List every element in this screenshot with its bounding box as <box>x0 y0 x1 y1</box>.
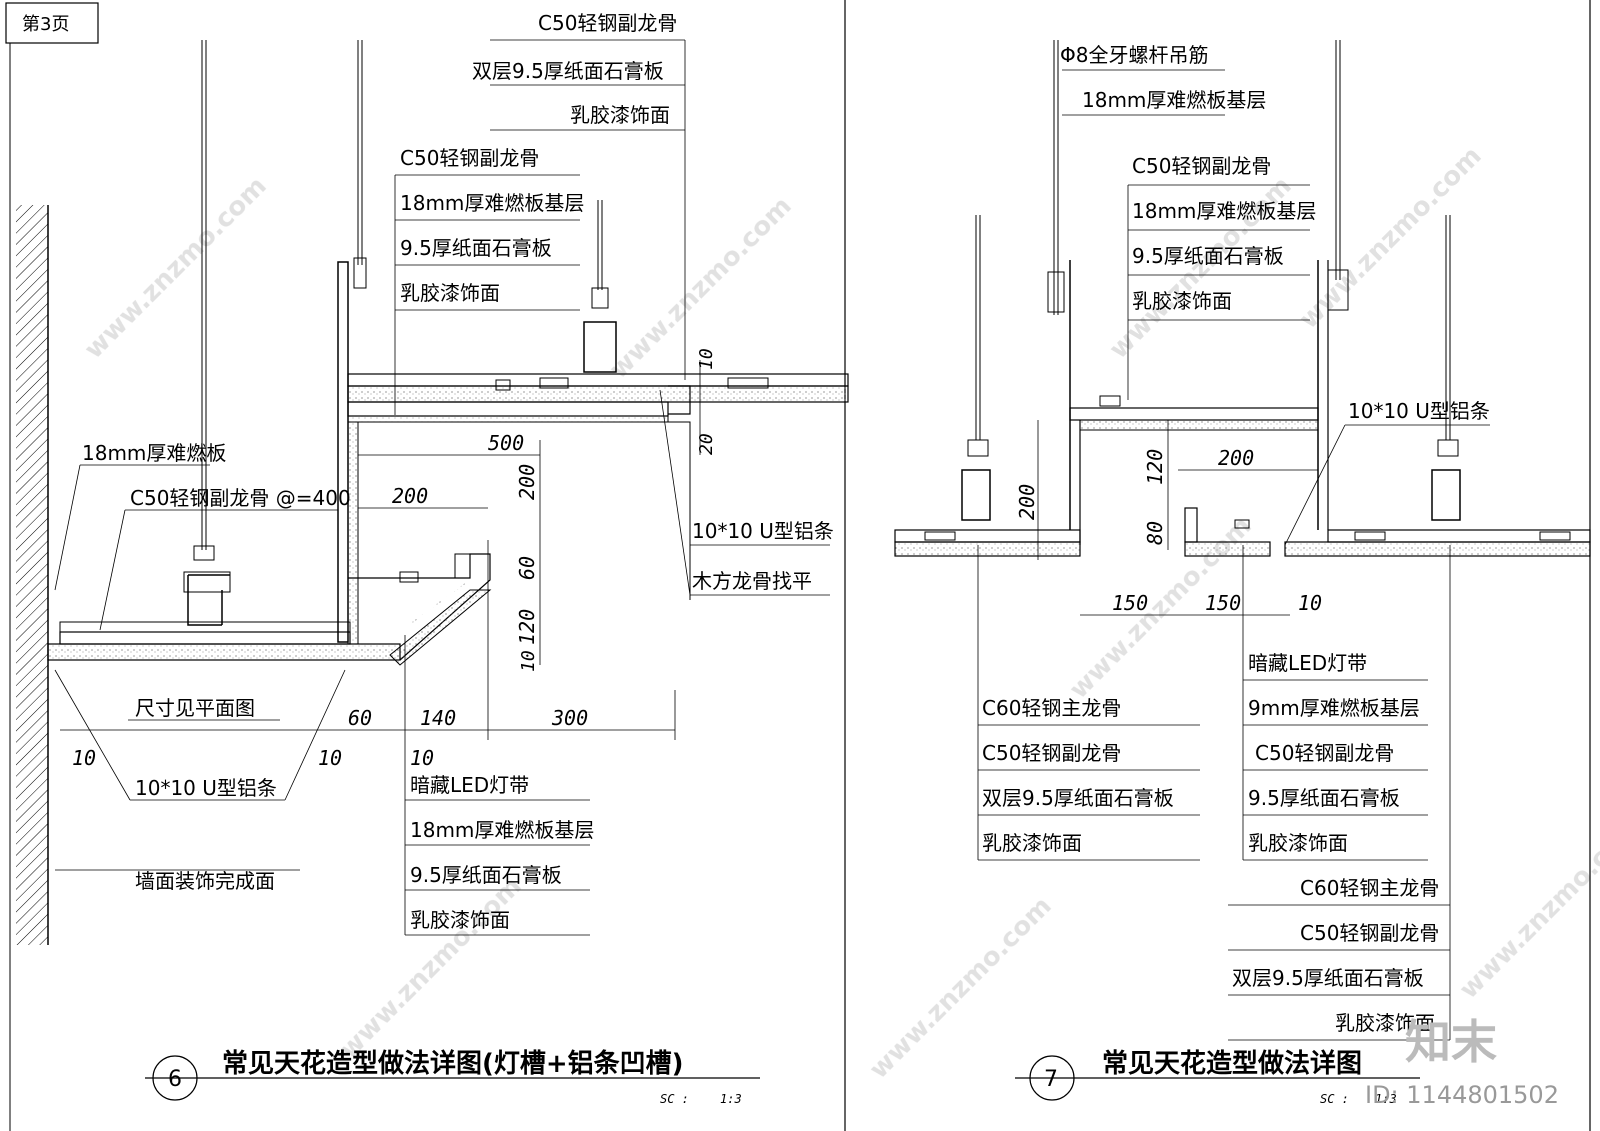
left-detail-number: 6 <box>168 1067 182 1092</box>
brand-logo-text: 知末 <box>1405 1015 1497 1069</box>
left-dim-10c: 10 <box>72 746 96 770</box>
left-callout-top-2: 双层9.5厚纸面石膏板 <box>472 59 664 83</box>
left-label-keel: C50轻钢副龙骨 @=400 <box>130 486 351 510</box>
left-label-wood: 木方龙骨找平 <box>692 569 812 593</box>
left-label-wall: 墙面装饰完成面 <box>135 869 275 893</box>
left-dim-140: 140 <box>420 706 456 730</box>
left-dim-200h: 200 <box>392 484 428 508</box>
left-dim-10d: 10 <box>318 746 342 770</box>
watermark-site-1: www.znzmo.com <box>79 171 273 365</box>
right-dim-200a: 200 <box>1015 484 1039 520</box>
right-callout-center-5: 乳胶漆饰面 <box>1248 831 1348 855</box>
left-dim-10e: 10 <box>410 746 434 770</box>
left-detail-labels: C50轻钢副龙骨 双层9.5厚纸面石膏板 乳胶漆饰面 C50轻钢副龙骨 18mm… <box>72 11 834 1106</box>
brand-watermark: 知末 ID: 1144801502 <box>1365 1015 1559 1109</box>
drawing-frame <box>5 0 1591 1131</box>
left-scale-label: SC : <box>660 1092 689 1106</box>
left-dim-300: 300 <box>551 706 588 730</box>
left-dim-120: 120 <box>515 609 539 645</box>
watermark-site-5: www.znzmo.com <box>334 871 528 1065</box>
right-detail-drawing <box>894 40 1591 1101</box>
right-callout-right-1: C60轻钢主龙骨 <box>1300 876 1439 900</box>
right-callout-mid-2: 18mm厚难燃板基层 <box>1132 199 1316 223</box>
left-dim-10b: 10 <box>696 348 717 370</box>
right-detail-title: 常见天花造型做法详图 <box>1102 1048 1362 1079</box>
right-callout-center-4: 9.5厚纸面石膏板 <box>1248 786 1400 810</box>
left-callout-mid-1: C50轻钢副龙骨 <box>400 146 539 170</box>
right-callout-left-2: C50轻钢副龙骨 <box>982 741 1121 765</box>
right-dim-200b: 200 <box>1218 446 1254 470</box>
left-callout-mid-3: 9.5厚纸面石膏板 <box>400 236 552 260</box>
right-label-ustrip: 10*10 U型铝条 <box>1348 399 1490 423</box>
right-dim-10: 10 <box>1298 591 1322 615</box>
right-callout-top-1: Φ8全牙螺杆吊筋 <box>1060 43 1208 67</box>
right-scale-value: 1:3 <box>1375 1092 1397 1106</box>
right-callout-center-2: 9mm厚难燃板基层 <box>1248 696 1420 720</box>
left-callout-top-3: 乳胶漆饰面 <box>570 103 670 127</box>
right-callout-left-3: 双层9.5厚纸面石膏板 <box>982 786 1174 810</box>
left-label-board: 18mm厚难燃板 <box>82 441 226 465</box>
left-dim-20: 20 <box>696 433 717 455</box>
left-dim-10a: 10 <box>518 650 539 672</box>
right-dim-120: 120 <box>1143 449 1167 485</box>
left-callout-mid-2: 18mm厚难燃板基层 <box>400 191 584 215</box>
right-scale-label: SC : <box>1320 1092 1349 1106</box>
watermark-site-4: www.znzmo.com <box>1294 141 1488 335</box>
left-callout-bottom-3: 9.5厚纸面石膏板 <box>410 863 562 887</box>
right-callout-center-1: 暗藏LED灯带 <box>1248 651 1367 675</box>
left-label-ustrip-right: 10*10 U型铝条 <box>692 519 834 543</box>
right-callout-left-4: 乳胶漆饰面 <box>982 831 1082 855</box>
right-callout-center-3: C50轻钢副龙骨 <box>1255 741 1394 765</box>
watermark-site-8: www.znzmo.com <box>1454 811 1600 1005</box>
left-detail-title: 常见天花造型做法详图(灯槽+铝条凹槽) <box>222 1048 684 1079</box>
watermark-site-6: www.znzmo.com <box>864 891 1058 1085</box>
left-label-plan: 尺寸见平面图 <box>135 696 255 720</box>
left-callout-bottom-2: 18mm厚难燃板基层 <box>410 818 594 842</box>
right-dim-150b: 150 <box>1205 591 1241 615</box>
right-detail-number: 7 <box>1044 1067 1058 1092</box>
left-callout-top-1: C50轻钢副龙骨 <box>538 11 677 35</box>
left-callout-bottom-4: 乳胶漆饰面 <box>410 908 510 932</box>
left-label-ustrip-bottom: 10*10 U型铝条 <box>135 776 277 800</box>
right-callout-top-2: 18mm厚难燃板基层 <box>1082 88 1266 112</box>
left-detail-drawing <box>16 39 849 1101</box>
right-callout-right-4: 乳胶漆饰面 <box>1335 1011 1435 1035</box>
left-dim-60: 60 <box>515 556 539 580</box>
right-dim-80: 80 <box>1143 521 1167 545</box>
right-callout-mid-1: C50轻钢副龙骨 <box>1132 154 1271 178</box>
right-detail-labels: Φ8全牙螺杆吊筋 18mm厚难燃板基层 C50轻钢副龙骨 18mm厚难燃板基层 … <box>982 43 1490 1106</box>
left-dim-200v: 200 <box>515 464 539 500</box>
left-callout-bottom-1: 暗藏LED灯带 <box>410 773 529 797</box>
right-callout-mid-3: 9.5厚纸面石膏板 <box>1132 244 1284 268</box>
page-label: 第3页 <box>22 14 69 35</box>
left-callout-mid-4: 乳胶漆饰面 <box>400 281 500 305</box>
right-callout-left-1: C60轻钢主龙骨 <box>982 696 1121 720</box>
right-dim-150a: 150 <box>1112 591 1148 615</box>
left-scale-value: 1:3 <box>720 1092 742 1106</box>
left-dim-500: 500 <box>488 431 524 455</box>
watermark-id: ID: 1144801502 <box>1365 1081 1559 1109</box>
right-callout-right-2: C50轻钢副龙骨 <box>1300 921 1439 945</box>
left-dim-60h: 60 <box>348 706 372 730</box>
right-callout-mid-4: 乳胶漆饰面 <box>1132 289 1232 313</box>
right-callout-right-3: 双层9.5厚纸面石膏板 <box>1232 966 1424 990</box>
